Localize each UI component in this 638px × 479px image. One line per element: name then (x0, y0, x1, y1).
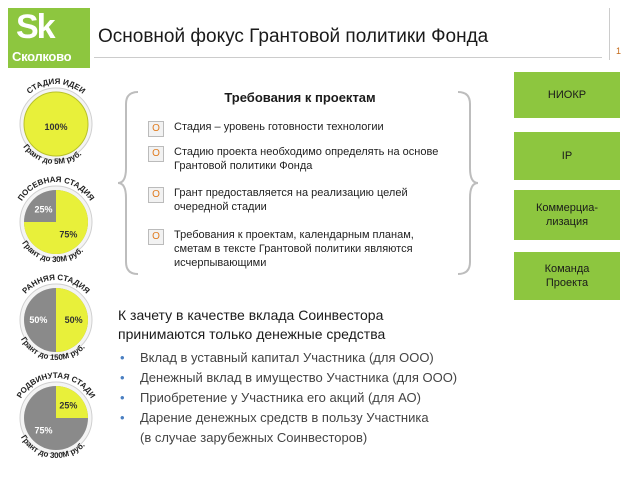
pie-slice-fund (56, 288, 88, 352)
requirement-text: Стадию проекта необходимо определять на … (174, 146, 439, 172)
list-item: • Дарение денежных средств в пользу Участ… (118, 408, 558, 428)
focus-area-team: Команда Проекта (514, 252, 620, 300)
pie-label-fund: 25% (59, 401, 77, 411)
pie-label-fund: 50% (65, 315, 83, 325)
list-item-text: Дарение денежных средств в пользу Участн… (140, 410, 429, 425)
contribution-intro-line: принимаются только денежные средства (118, 326, 386, 342)
list-item: • Приобретение у Участника его акций (для… (118, 388, 558, 408)
list-item: (в случае зарубежных Соинвесторов) (118, 428, 558, 448)
pie-label-coinvestor: 75% (35, 425, 53, 435)
pie-label-fund: 75% (59, 229, 77, 239)
circle-marker-icon: O (148, 187, 164, 203)
pie-slice-fund (56, 386, 88, 418)
list-item-text: Денежный вклад в имущество Участника (дл… (140, 370, 458, 385)
focus-area-label: НИОКР (547, 89, 587, 101)
requirement-text: Грант предоставляется на реализацию целе… (174, 187, 408, 213)
title-divider (94, 57, 602, 58)
requirement-item: O Грант предоставляется на реализацию це… (148, 186, 448, 230)
contribution-list: • Вклад в уставный капитал Участника (для… (118, 348, 558, 448)
list-item-text: Приобретение у Участника его акций (для … (140, 390, 421, 405)
logo-name: Сколково (12, 49, 72, 64)
circle-marker-icon: O (148, 121, 164, 137)
page-number: 1 (616, 46, 622, 56)
left-brace (117, 91, 139, 275)
focus-area-label: Проекта (545, 277, 589, 289)
focus-area-label: Команда (544, 263, 590, 275)
header-vertical-divider (609, 8, 610, 60)
requirement-item: O Стадию проекта необходимо определять н… (148, 145, 448, 189)
pie-slice-fund (23, 91, 89, 157)
list-item-text: Вклад в уставный капитал Участника (для … (140, 350, 434, 365)
bullet-icon: • (120, 410, 125, 425)
bullet-icon: • (120, 370, 125, 385)
slide-title: Основной фокус Грантовой политики Фонда (98, 26, 489, 47)
list-item-text: (в случае зарубежных Соинвесторов) (140, 430, 368, 445)
bullet-icon: • (120, 350, 125, 365)
focus-area-rnd: НИОКР (514, 72, 620, 118)
coinvestor-contribution: К зачету в качестве вклада Соинвестора п… (118, 306, 558, 448)
skolkovo-logo: Sk Сколково (8, 8, 90, 68)
right-brace (457, 91, 479, 275)
circle-marker-icon: O (148, 146, 164, 162)
contribution-intro-line: К зачету в качестве вклада Соинвестора (118, 307, 384, 323)
circle-marker-icon: O (148, 229, 164, 245)
requirements-title: Требования к проектам (224, 90, 376, 105)
focus-area-label: Коммерциа- (535, 202, 599, 214)
requirement-item: O Стадия – уровень готовности технологии (148, 120, 448, 164)
requirement-text: Требования к проектам, календарным плана… (174, 229, 414, 269)
focus-area-label: IP (561, 150, 573, 162)
focus-area-ip: IP (514, 132, 620, 180)
pie-label-coinvestor: 50% (29, 315, 47, 325)
focus-area-label: лизация (545, 216, 589, 228)
pie-label-fund: 100% (44, 122, 67, 132)
list-item: • Денежный вклад в имущество Участника (д… (118, 368, 558, 388)
requirement-text: Стадия – уровень готовности технологии (174, 121, 384, 133)
focus-area-commercialization: Коммерциа- лизация (514, 190, 620, 240)
requirement-item: O Требования к проектам, календарным пла… (148, 228, 448, 272)
bullet-icon: • (120, 390, 125, 405)
list-item: • Вклад в уставный капитал Участника (для… (118, 348, 558, 368)
pie-slice-fund (24, 190, 88, 254)
logo-mark: Sk (16, 8, 56, 46)
pie-label-coinvestor: 25% (35, 205, 53, 215)
contribution-intro: К зачету в качестве вклада Соинвестора п… (118, 306, 558, 344)
